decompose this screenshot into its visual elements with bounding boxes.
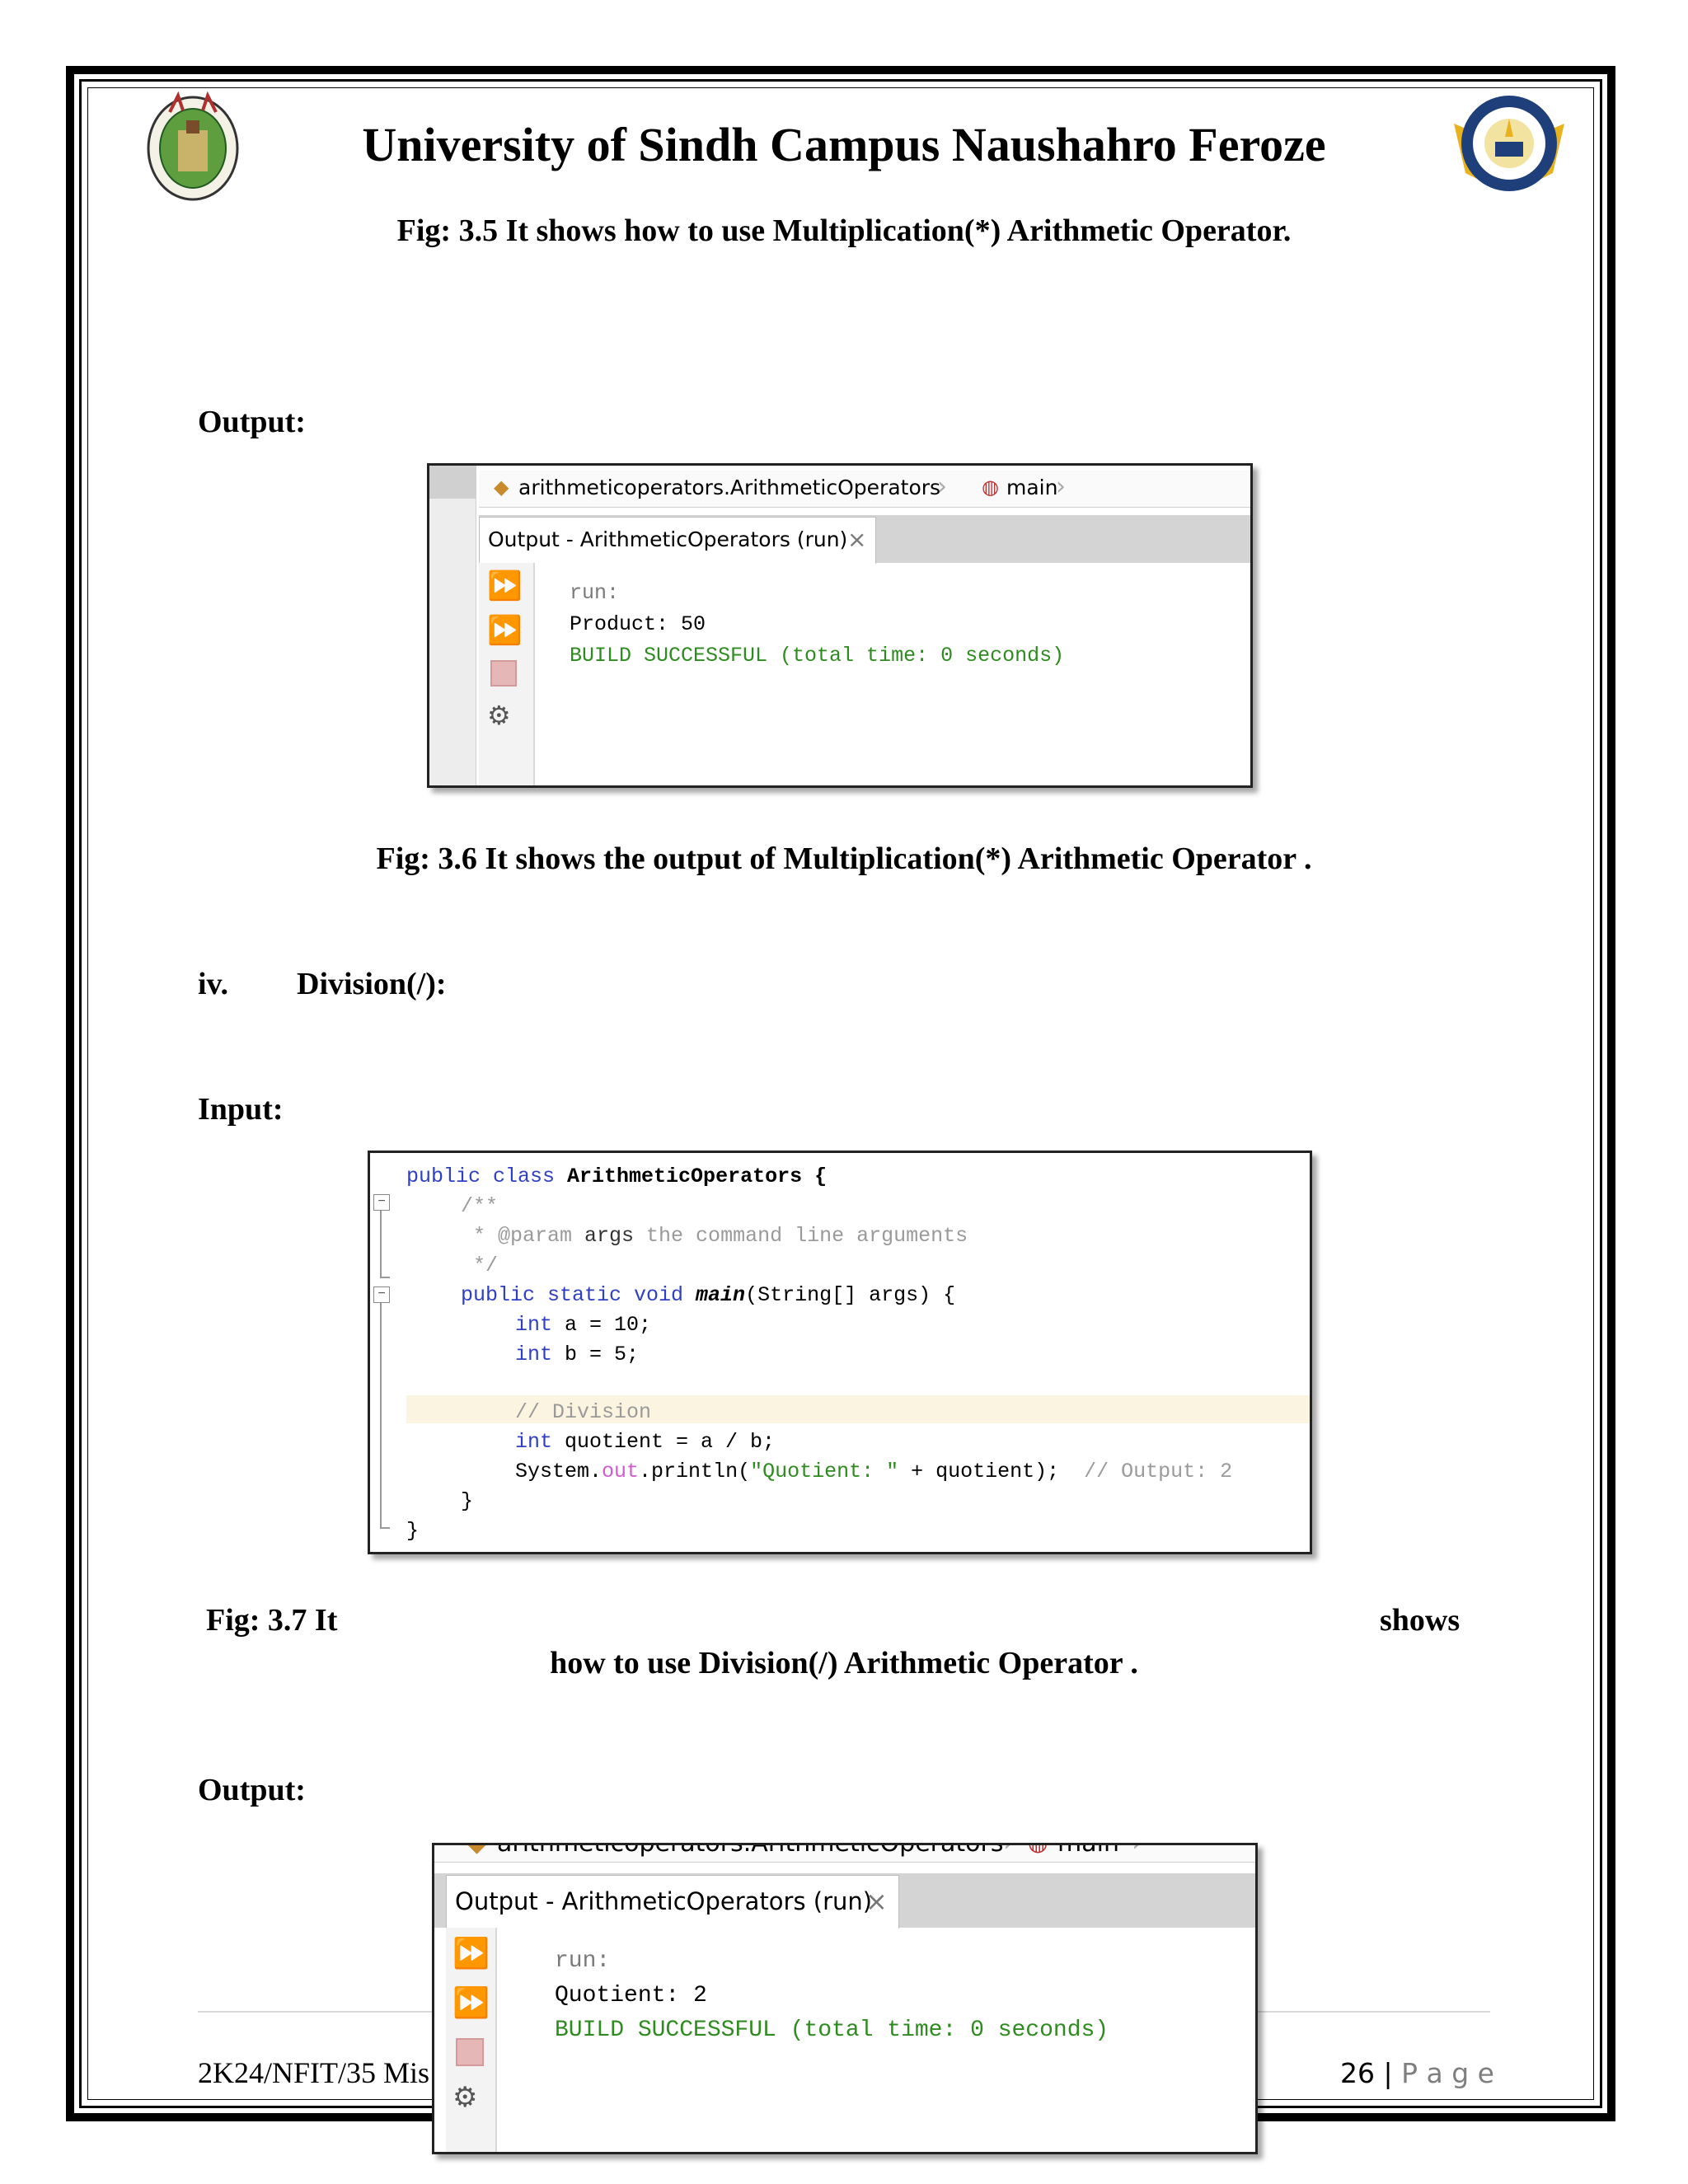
close-icon[interactable]: × xyxy=(847,526,867,553)
code-line: } xyxy=(461,1489,474,1513)
tab-output[interactable]: Output - ArithmeticOperators (run) × xyxy=(479,517,876,564)
console-line: run: xyxy=(555,1948,611,1974)
output-label-2: Output: xyxy=(198,1773,306,1807)
code-line: } xyxy=(406,1519,420,1543)
breadcrumb-class[interactable]: arithmeticoperators.ArithmeticOperators xyxy=(497,1843,1004,1858)
editor-side-strip xyxy=(429,466,476,785)
university-of-sindh-logo xyxy=(145,87,241,203)
breadcrumb-bar: ◆ arithmeticoperators.ArithmeticOperator… xyxy=(434,1843,1255,1863)
rerun-with-options-icon[interactable]: ⏩ xyxy=(452,1986,490,2020)
code-line: int a = 10; xyxy=(515,1313,652,1337)
figure-caption-3-5: Fig: 3.5 It shows how to use Multiplicat… xyxy=(396,213,1292,248)
stop-icon[interactable] xyxy=(456,2038,484,2066)
footer-left-text: 2K24/NFIT/35 Mis xyxy=(198,2056,430,2089)
code-line: System.out.println("Quotient: " + quotie… xyxy=(515,1460,1233,1483)
rerun-icon[interactable]: ⏩ xyxy=(487,569,523,602)
output-console: run: Product: 50 BUILD SUCCESSFUL (total… xyxy=(570,578,1064,672)
figure-caption-3-6: Fig: 3.6 It shows the output of Multipli… xyxy=(376,841,1312,876)
breadcrumb-method[interactable]: main xyxy=(1006,476,1058,499)
current-line-highlight xyxy=(406,1395,1310,1423)
page-number: 26 | P a g e xyxy=(1340,2057,1494,2089)
output-label-1: Output: xyxy=(198,405,306,439)
code-line: int b = 5; xyxy=(515,1343,640,1366)
figure-caption-3-7-left: Fig: 3.7 It xyxy=(206,1603,338,1638)
input-label: Input: xyxy=(198,1092,284,1127)
section-number: iv. xyxy=(198,967,228,1001)
console-line: BUILD SUCCESSFUL (total time: 0 seconds) xyxy=(570,644,1065,668)
code-line: public static void main(String[] args) { xyxy=(461,1283,956,1307)
console-line: Quotient: 2 xyxy=(555,1983,707,2008)
breadcrumb-method[interactable]: main xyxy=(1057,1843,1119,1858)
method-icon: ◍ xyxy=(1028,1845,1048,1856)
fold-icon[interactable]: − xyxy=(373,1194,390,1211)
tab-output-label: Output - ArithmeticOperators (run) xyxy=(488,527,848,551)
code-editor-division: − − public class ArithmeticOperators { /… xyxy=(368,1151,1312,1554)
code-line: /** xyxy=(461,1194,499,1218)
console-line: run: xyxy=(570,581,620,605)
code-line: * @param args the command line arguments xyxy=(461,1224,968,1248)
rerun-icon[interactable]: ⏩ xyxy=(452,1937,490,1971)
breadcrumb-chevron-icon: › xyxy=(937,472,947,501)
method-icon: ◍ xyxy=(982,476,999,499)
code-line: public class ArithmeticOperators { xyxy=(406,1165,828,1188)
nfit-campus-logo xyxy=(1449,91,1569,196)
breadcrumb-chevron-icon: › xyxy=(1056,472,1066,501)
breadcrumb-chevron-icon: › xyxy=(1003,1845,1015,1858)
class-icon: ◆ xyxy=(494,476,509,499)
settings-icon[interactable]: ⚙ xyxy=(452,2081,478,2114)
output-toolbar: ⏩ ⏩ ⚙ xyxy=(479,563,535,785)
tab-output-label: Output - ArithmeticOperators (run) xyxy=(455,1887,873,1915)
settings-icon[interactable]: ⚙ xyxy=(487,700,511,731)
output-tab-bar: Output - ArithmeticOperators (run) × xyxy=(434,1873,1255,1929)
console-line: Product: 50 xyxy=(570,612,706,636)
page-title: University of Sindh Campus Naushahro Fer… xyxy=(362,118,1326,171)
code-line: */ xyxy=(461,1254,499,1277)
class-icon: ◆ xyxy=(467,1843,487,1858)
output-console: run: Quotient: 2 BUILD SUCCESSFUL (total… xyxy=(555,1944,1109,2048)
console-line: BUILD SUCCESSFUL (total time: 0 seconds) xyxy=(555,2018,1109,2043)
tab-output[interactable]: Output - ArithmeticOperators (run) × xyxy=(446,1875,899,1929)
figure-caption-3-7-line2: how to use Division(/) Arithmetic Operat… xyxy=(550,1646,1138,1680)
figure-caption-3-7-right: shows xyxy=(1380,1603,1461,1638)
section-heading: Division(/): xyxy=(297,967,447,1001)
output-window-multiplication: ◆ arithmeticoperators.ArithmeticOperator… xyxy=(427,463,1253,788)
output-toolbar: ⏩ ⏩ ⚙ xyxy=(446,1928,497,2152)
breadcrumb-chevron-icon: › xyxy=(1132,1845,1143,1858)
fold-icon[interactable]: − xyxy=(373,1286,390,1303)
output-window-division: ◆ arithmeticoperators.ArithmeticOperator… xyxy=(432,1843,1258,2154)
code-line: int quotient = a / b; xyxy=(515,1430,776,1454)
breadcrumb-class[interactable]: arithmeticoperators.ArithmeticOperators xyxy=(518,476,941,499)
page-border-line xyxy=(87,87,1594,2100)
breadcrumb-bar: ◆ arithmeticoperators.ArithmeticOperator… xyxy=(479,471,1250,508)
stop-icon[interactable] xyxy=(490,660,517,687)
code-line: // Division xyxy=(515,1400,652,1424)
close-icon[interactable]: × xyxy=(865,1886,888,1917)
output-tab-bar: Output - ArithmeticOperators (run) × xyxy=(479,515,1250,564)
rerun-with-options-icon[interactable]: ⏩ xyxy=(487,614,523,647)
